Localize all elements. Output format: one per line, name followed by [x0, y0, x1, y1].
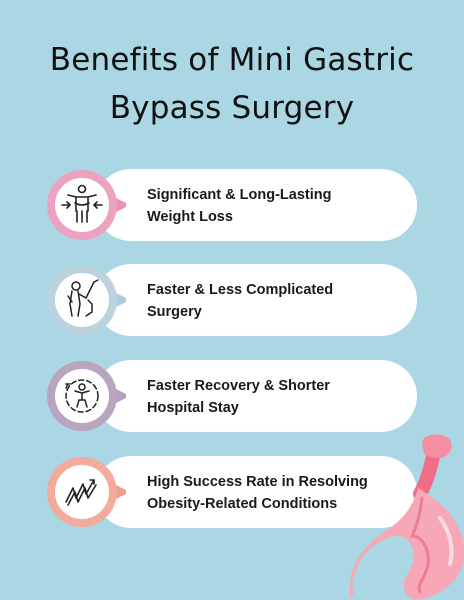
surgeon-icon: [47, 265, 126, 335]
benefit-card: [95, 264, 417, 336]
benefit-card: [95, 456, 417, 528]
benefit-line-2: Surgery: [147, 304, 202, 320]
upward-trend-icon: [47, 457, 126, 527]
benefit-line-1: High Success Rate in Resolving: [147, 474, 368, 490]
benefit-line-1: Faster Recovery & Shorter: [147, 378, 330, 394]
benefit-card: [95, 169, 417, 241]
benefit-item-faster-surgery: Faster & Less Complicated Surgery: [0, 260, 464, 340]
benefit-item-weight-loss: Significant & Long-Lasting Weight Loss: [0, 165, 464, 245]
stomach-illustration: [350, 434, 464, 600]
title-line-1: Benefits of Mini Gastric: [49, 42, 415, 78]
page-title: Benefits of Mini Gastric Bypass Surgery: [0, 36, 464, 132]
benefit-text: High Success Rate in Resolving Obesity-R…: [147, 471, 397, 515]
benefit-line-2: Obesity-Related Conditions: [147, 496, 338, 512]
recovery-icon: [47, 361, 126, 431]
benefit-line-2: Hospital Stay: [147, 400, 239, 416]
benefit-item-success-rate: High Success Rate in Resolving Obesity-R…: [0, 452, 464, 532]
benefit-card: [95, 360, 417, 432]
benefit-text: Faster & Less Complicated Surgery: [147, 279, 397, 323]
weight-loss-icon: [47, 170, 126, 240]
benefit-line-1: Significant & Long-Lasting: [147, 187, 332, 203]
benefit-line-2: Weight Loss: [147, 209, 233, 225]
title-line-2: Bypass Surgery: [109, 90, 355, 126]
benefit-text: Significant & Long-Lasting Weight Loss: [147, 184, 397, 228]
benefit-line-1: Faster & Less Complicated: [147, 282, 334, 298]
benefit-item-fast-recovery: Faster Recovery & Shorter Hospital Stay: [0, 356, 464, 436]
benefit-text: Faster Recovery & Shorter Hospital Stay: [147, 375, 397, 419]
